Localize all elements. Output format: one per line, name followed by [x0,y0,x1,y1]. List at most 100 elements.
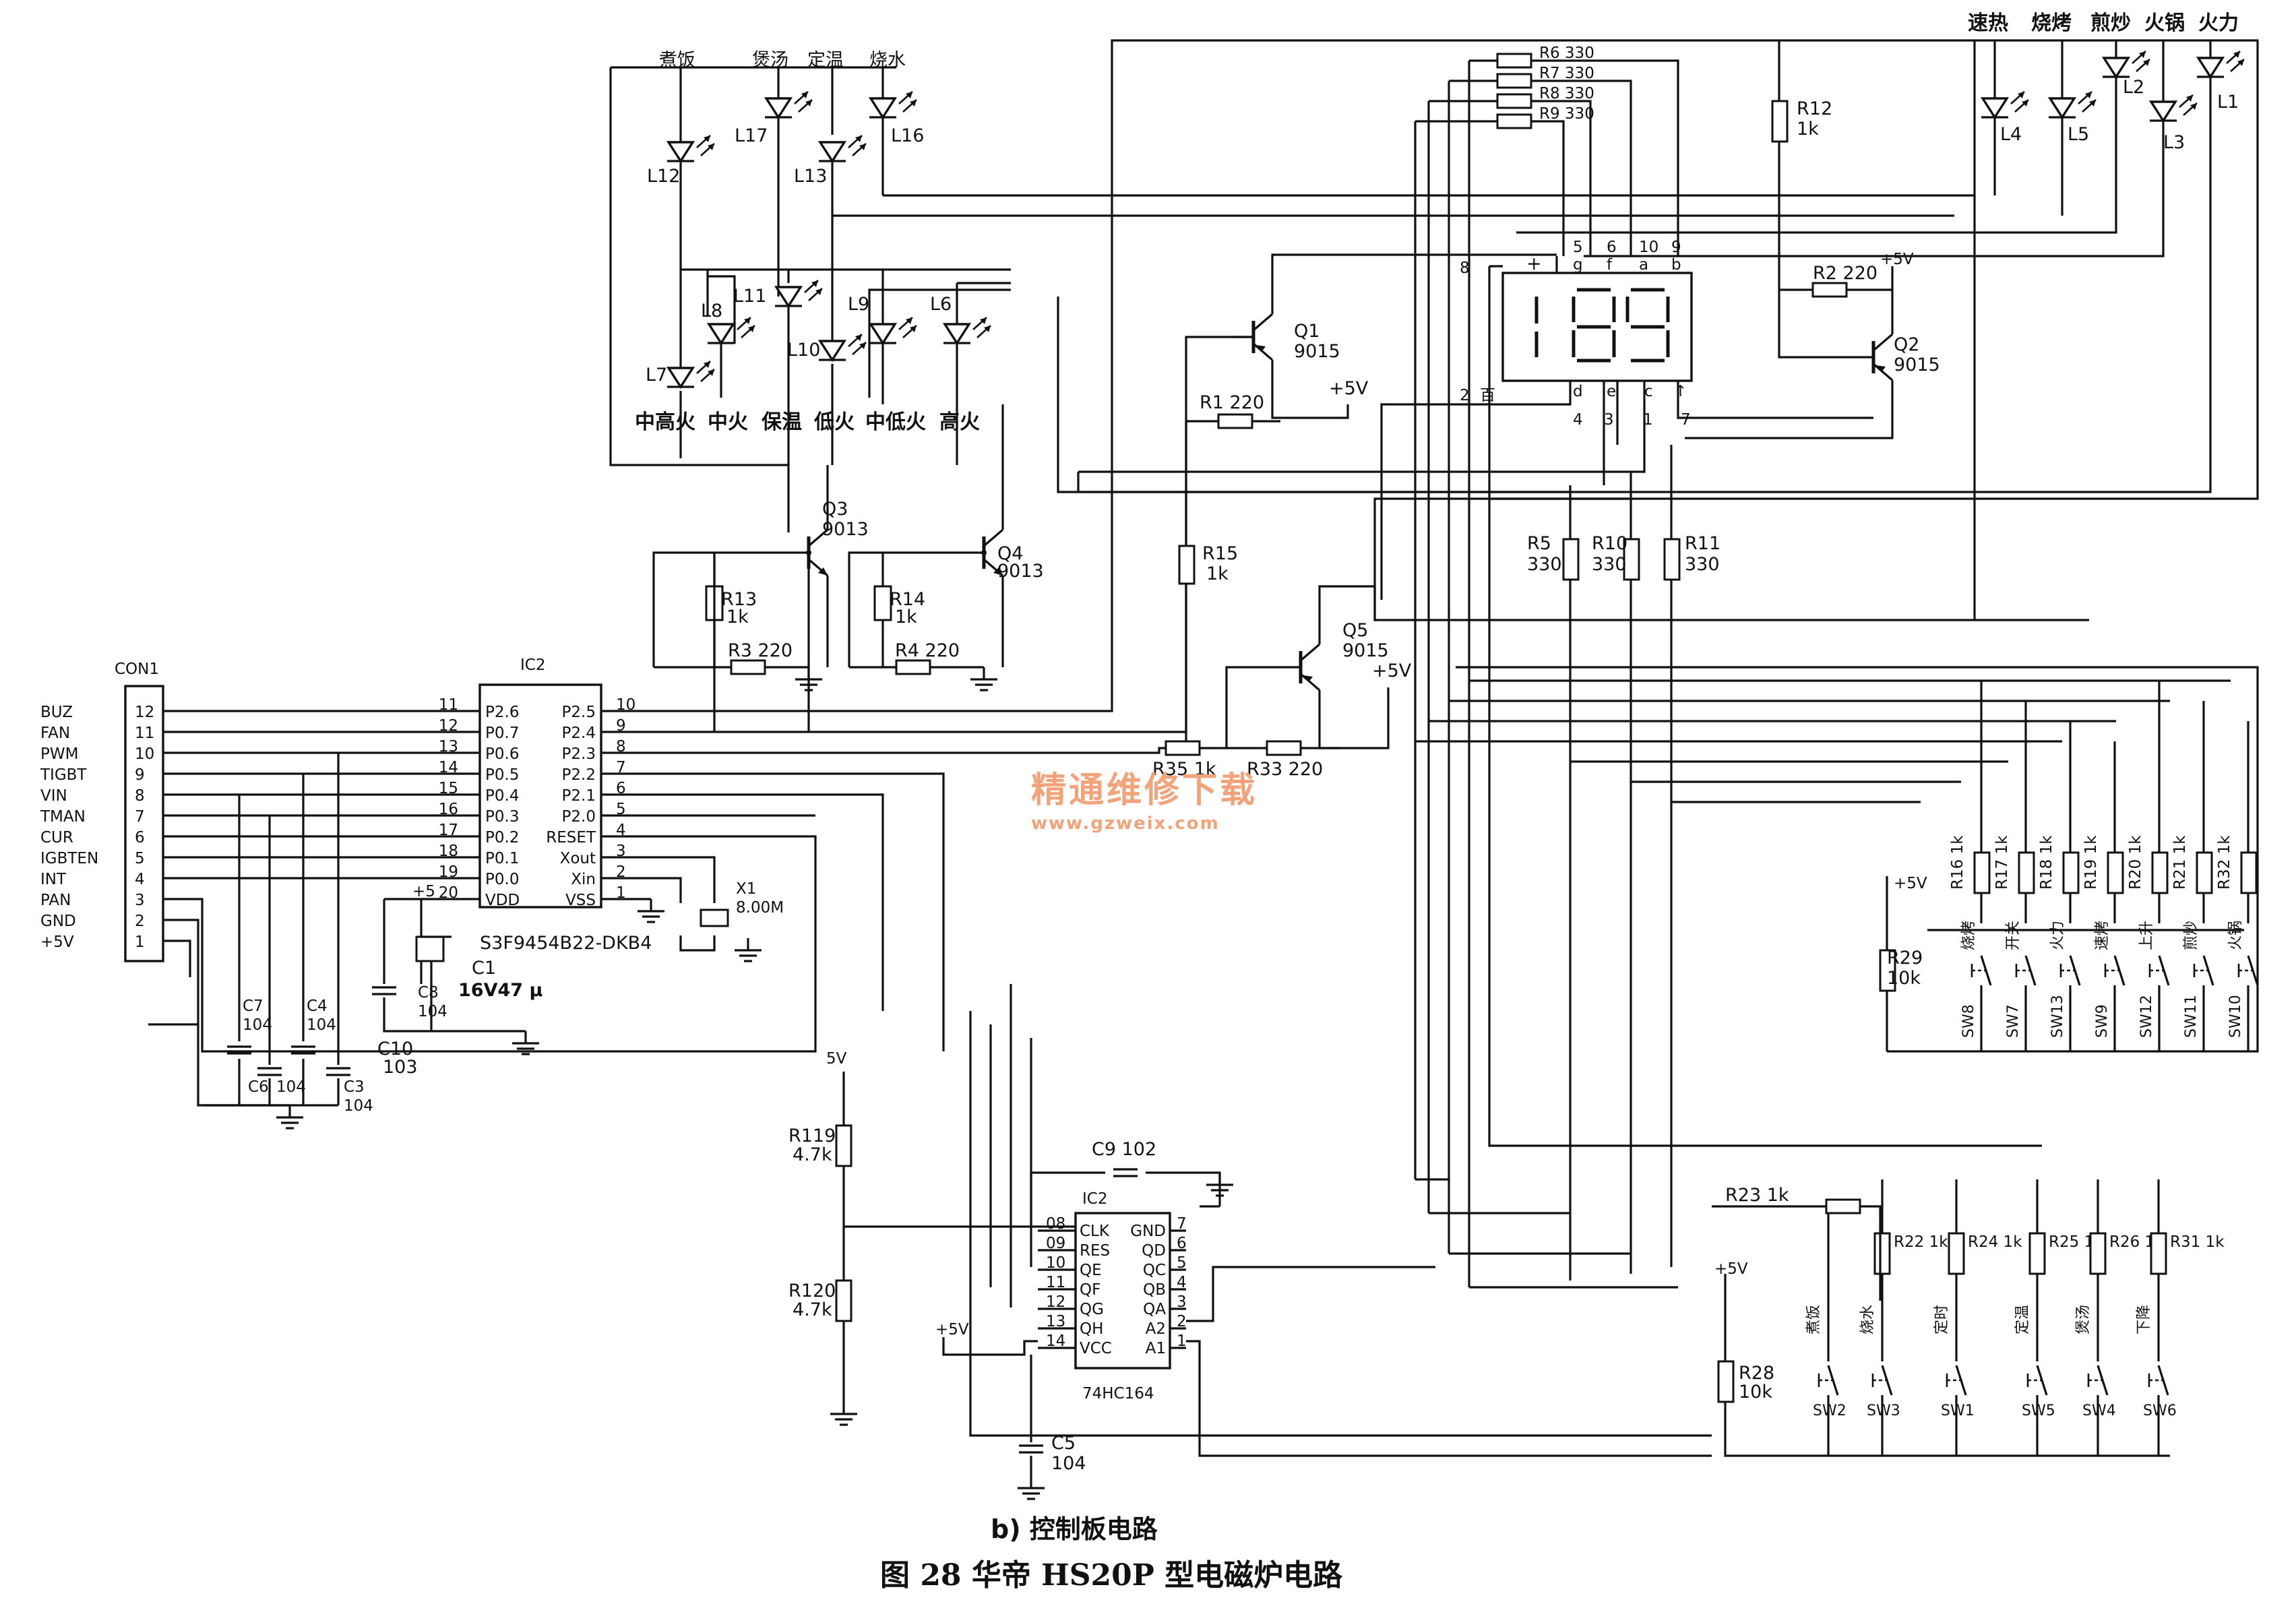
svg-text:L10: L10 [787,340,820,361]
key-switch[interactable] [2087,1365,2109,1396]
led-label-zhonggaohuo: 中高火 [635,410,695,434]
switch-resistor-ref: R16 1k [1949,835,1966,890]
svg-text:10k: 10k [1739,1382,1772,1403]
svg-text:4: 4 [1573,411,1583,429]
con1-title: CON1 [115,660,159,678]
svg-text:+5V: +5V [1372,660,1412,681]
switch-function-label: 火力 [2049,921,2066,950]
svg-text:1k: 1k [1206,563,1229,584]
key-switch[interactable] [2148,955,2170,986]
mcu-pin-name: Xout [560,850,596,867]
con1-signal-label: +5V [40,933,74,951]
svg-text:L8: L8 [701,301,722,321]
svg-text:104: 104 [307,1016,336,1034]
switch-resistor-ref: R31 1k [2170,1233,2225,1251]
mcu-pin-number: 9 [616,717,626,735]
con1-signal-label: TMAN [40,808,86,826]
con1-signal-label: PWM [40,745,78,763]
switch-name: SW2 [1813,1403,1847,1419]
key-switch[interactable] [2237,955,2259,986]
mcu-pin-number: 1 [616,884,626,902]
svg-text:10k: 10k [1887,968,1921,989]
mid-led-labels: 中高火 中火 保温 低火 中低火 高火 [635,410,980,434]
svg-text:104: 104 [276,1078,306,1096]
svg-text:C10: C10 [377,1039,413,1059]
svg-text:R3 220: R3 220 [728,640,793,661]
svg-text:9015: 9015 [1342,640,1389,661]
shift-pin-number: 09 [1046,1235,1065,1252]
con1-pin-number: 12 [135,704,154,721]
shift-pin-number: 7 [1177,1215,1187,1233]
switch-function-label: 煎炒 [2183,921,2200,950]
svg-text:3: 3 [1604,411,1614,429]
svg-text:Q4: Q4 [997,543,1023,564]
svg-text:C7: C7 [243,997,263,1015]
con1-pin-number: 2 [135,913,145,930]
svg-text:R12: R12 [1797,98,1832,119]
mcu-pin-name: RESET [546,829,596,846]
mcu-pin-name: P2.6 [485,704,519,721]
switch-function-label: 定温 [2014,1305,2031,1334]
key-switch[interactable] [2015,955,2037,986]
con1-pin-number: 8 [135,787,145,805]
shift-pin-name: QH [1080,1320,1103,1338]
key-switch[interactable] [1818,1365,1839,1396]
svg-text:R29: R29 [1887,948,1923,968]
con1-pin-number: 1 [135,933,145,951]
mcu-pin-number: 8 [616,738,626,756]
watermark-cn: 精通维修下载 [1031,770,1258,811]
switch-name: SW11 [2183,995,2200,1038]
svg-text:f: f [1607,256,1613,274]
mcu-pin-number: 6 [616,780,626,797]
switch-resistor-ref: R22 1k [1894,1233,1948,1251]
key-switch[interactable] [1946,1365,1967,1396]
switch-function-label: 上升 [2138,921,2155,950]
right-led-labels: 速热 烧烤 煎炒 火锅 火力 [1968,11,2239,35]
key-switch[interactable] [2193,955,2214,986]
svg-text:8: 8 [1460,259,1470,277]
led-label-baowen: 保温 [762,410,802,434]
svg-text:Q2: Q2 [1894,334,1919,355]
switch-name: SW3 [1867,1403,1900,1419]
svg-text:L4: L4 [2000,124,2022,145]
key-switch[interactable] [2104,955,2126,986]
key-switch[interactable] [2026,1365,2048,1396]
svg-text:C6: C6 [248,1078,269,1096]
segment-resistors: R6 330 R7 330 R8 330 R9 330 [1496,44,1594,129]
svg-text:16V47 μ: 16V47 μ [458,980,542,1001]
switch-resistor-ref: R20 1k [2127,835,2144,890]
con1-pin-number: 11 [135,725,154,742]
svg-text:R1 220: R1 220 [1200,392,1264,413]
switch-name: SW10 [2227,995,2244,1038]
svg-text:L13: L13 [794,166,827,187]
shift-pin-number: 10 [1046,1254,1065,1272]
key-switch[interactable] [1871,1365,1893,1396]
svg-text:R10: R10 [1592,533,1627,554]
svg-text:R6 330: R6 330 [1539,44,1594,62]
svg-text:L12: L12 [647,166,680,187]
svg-text:a: a [1639,256,1648,274]
key-switch[interactable] [2059,955,2081,986]
mcu-pin-number: 2 [616,863,626,881]
con1-pin-number: 7 [135,808,145,826]
switch-name: SW8 [1960,1004,1977,1038]
svg-text:L5: L5 [2068,124,2089,145]
shift-pin-name: QF [1080,1281,1100,1299]
key-switch[interactable] [1971,955,1992,986]
svg-text:9015: 9015 [1294,341,1340,362]
svg-text:L3: L3 [2163,132,2185,153]
svg-text:1k: 1k [726,607,749,627]
shift-pin-name: CLK [1080,1223,1110,1240]
svg-text:8.00M: 8.00M [736,899,784,917]
svg-text:+5V: +5V [1894,875,1927,892]
svg-text:L2: L2 [2123,77,2144,98]
svg-text:R119: R119 [788,1126,836,1146]
switch-function-label: 开关 [2005,921,2022,950]
key-switch[interactable] [2148,1365,2169,1396]
svg-text:C1: C1 [472,958,496,979]
svg-text:R14: R14 [890,589,925,610]
shift-pin-number: 08 [1046,1215,1065,1233]
mcu-pin-name: P2.1 [562,787,596,805]
svg-text:6: 6 [1607,239,1617,256]
